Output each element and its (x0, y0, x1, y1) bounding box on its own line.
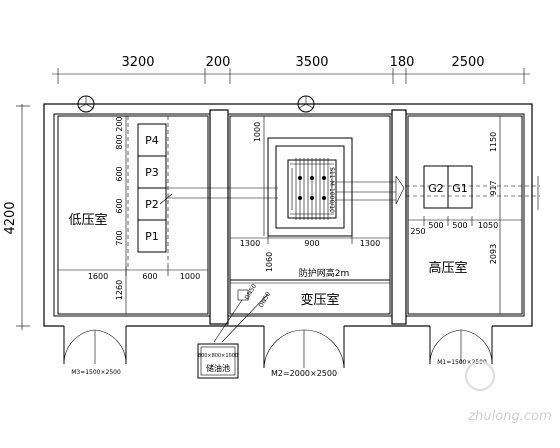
left-vdim-6: 1260 (115, 280, 124, 300)
panel-p4-label: P4 (145, 134, 159, 147)
room-low-voltage-label: 低压室 (68, 212, 107, 228)
left-dimension: 4200 (3, 104, 30, 330)
top-dim-3: 3500 (295, 55, 328, 70)
fence-label: 防护网高2m (299, 267, 350, 279)
tank-label: 储油池 (206, 363, 230, 373)
left-dim-total: 4200 (3, 201, 18, 234)
door-mid-label: M2=2000×2500 (271, 369, 337, 378)
left-vdim-1: 200 (115, 116, 124, 131)
panel-p2-label: P2 (145, 198, 159, 211)
room-high-voltage-label: 高压室 (428, 260, 467, 276)
left-hdim-3: 1000 (180, 272, 200, 281)
high-voltage-room: G2 G1 1150 917 2093 250 500 500 1050 高压室 (406, 116, 540, 314)
left-vdim-3: 600 (115, 166, 124, 181)
panel-p3-label: P3 (145, 166, 159, 179)
mid-vdim: 1060 (265, 252, 274, 272)
panel-g2-label: G2 (428, 182, 444, 195)
right-hdim-4: 1050 (478, 221, 498, 230)
right-vdim-3: 2093 (489, 244, 498, 264)
top-dim-5: 2500 (451, 55, 484, 70)
mid-hdim-1: 1300 (240, 239, 260, 248)
left-hdim-1: 1600 (88, 272, 108, 281)
left-hdim-2: 600 (142, 272, 157, 281)
left-vdim-2: 800 (115, 134, 124, 149)
right-vdim-2: 917 (489, 180, 498, 195)
door-mid: M2=2000×2500 (263, 322, 345, 378)
door-left: M3=1500×2500 (63, 322, 127, 376)
left-vdim-5: 700 (115, 230, 124, 245)
transformer-fins (290, 158, 334, 220)
panel-p1-label: P1 (145, 230, 159, 243)
room-transformer-label: 变压室 (300, 292, 339, 308)
door-right-label: M1=1500×2500 (437, 359, 487, 366)
oil-storage-tank: 800×800×1000 储油池 (197, 343, 239, 379)
watermark: zhulong.com (465, 361, 552, 424)
top-dim-1: 3200 (121, 55, 154, 70)
right-hdim-2: 500 (428, 221, 443, 230)
mid-hdim-3: 1300 (360, 239, 380, 248)
door-right: M1=1500×2500 (429, 322, 493, 366)
transformer-model-label: S11-M-1000/10 (328, 167, 335, 213)
transformer-room: S11-M-1000/10 1000 1300 900 1300 1060 防护… (213, 116, 405, 343)
panel-p1 (137, 219, 167, 253)
low-voltage-room: P4 P3 P2 P1 200 800 600 600 700 1260 160… (58, 116, 278, 314)
top-dim-4: 180 (390, 55, 415, 70)
door-left-label: M3=1500×2500 (71, 369, 121, 376)
tank-size-label: 800×800×1000 (198, 353, 238, 359)
left-vdim-4: 600 (115, 198, 124, 213)
top-dim-2: 200 (206, 55, 231, 70)
mid-hdim-2: 900 (304, 239, 319, 248)
mid-top-dim: 1000 (253, 122, 262, 142)
right-vdim-1: 1150 (489, 132, 498, 152)
top-dimension-chain: 3200 200 3500 180 2500 (52, 55, 530, 84)
ventilation-fan-left-icon (77, 95, 95, 113)
ventilation-fan-mid-icon (297, 95, 315, 113)
watermark-text: zhulong.com (467, 409, 551, 424)
panel-g1-label: G1 (452, 182, 468, 195)
right-hdim-1: 250 (410, 227, 425, 236)
panel-g1 (447, 165, 473, 209)
right-hdim-3: 500 (452, 221, 467, 230)
